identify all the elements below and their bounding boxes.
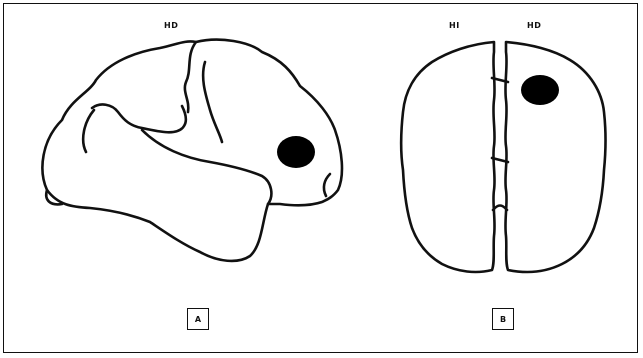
panel-b-label-box: B <box>492 308 514 330</box>
lesion-spot-lateral <box>277 136 315 168</box>
panel-a-hemisphere-label: HD <box>164 21 178 30</box>
panel-a-label: A <box>195 315 201 324</box>
sylvian-fissure <box>92 105 186 133</box>
fissure-mark-3 <box>493 206 507 211</box>
lateral-brain-view <box>42 40 342 261</box>
postcentral-sulcus <box>203 62 222 142</box>
lesion-spot-superior <box>521 75 559 105</box>
temporal-lobe-contour <box>142 130 271 204</box>
panel-a-label-box: A <box>187 308 209 330</box>
central-sulcus <box>185 42 196 112</box>
superior-brain-view <box>401 42 605 272</box>
occipital-notch <box>324 174 330 196</box>
right-hemisphere-outline <box>505 42 605 272</box>
panel-b-right-hemisphere-label: HD <box>527 21 541 30</box>
panel-b-label: B <box>500 315 506 324</box>
panel-b-left-hemisphere-label: HI <box>449 21 460 30</box>
left-hemisphere-outline <box>401 42 494 272</box>
frontal-sulcus <box>83 110 94 152</box>
